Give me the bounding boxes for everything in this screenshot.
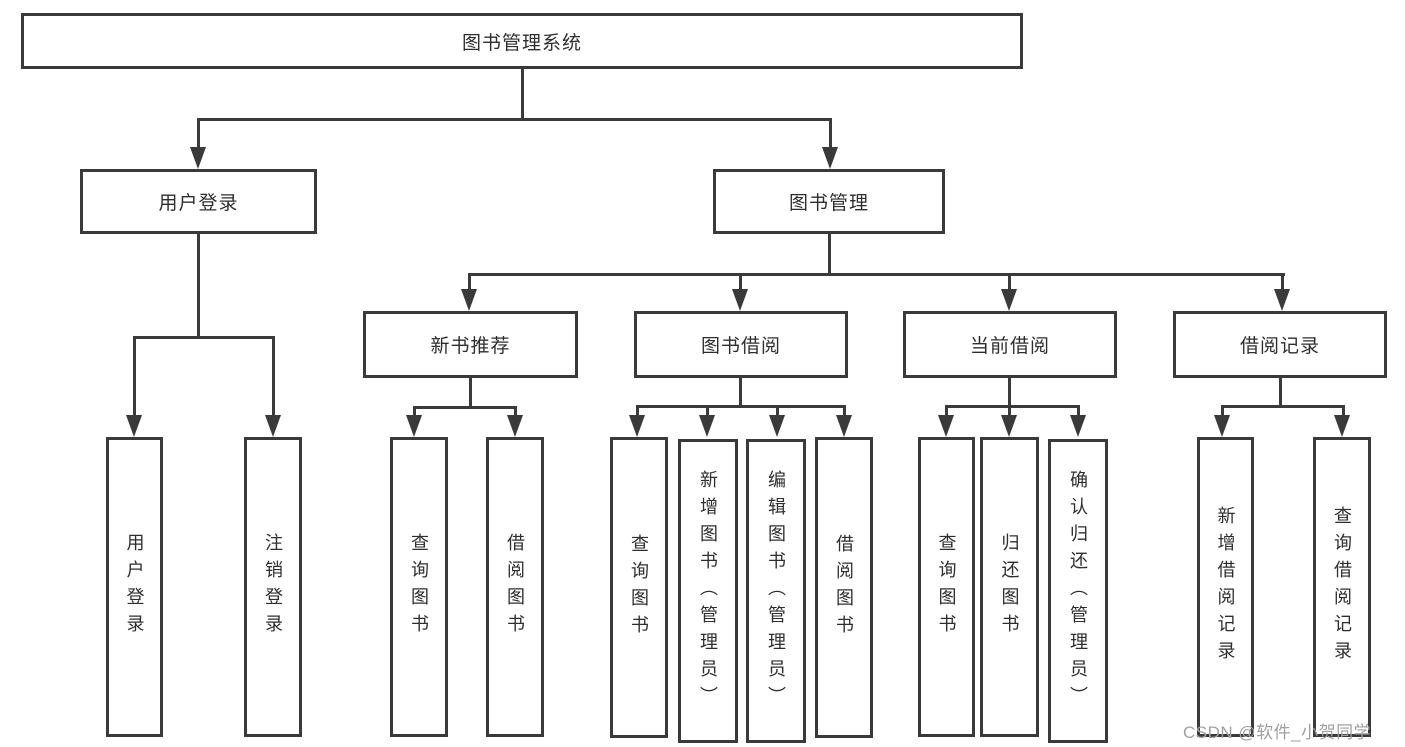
connector-drop-book-management bbox=[829, 118, 832, 152]
leaf-label: 借阅图书 bbox=[834, 533, 854, 642]
arrow-down-icon bbox=[1001, 289, 1017, 311]
leaf-add-book-admin: 新增图书（管理员） bbox=[678, 439, 738, 743]
node-book-borrow: 图书借阅 bbox=[634, 311, 848, 378]
connector-book-borrow-bar bbox=[636, 405, 846, 408]
connector-user-login-bar bbox=[133, 336, 275, 339]
leaf-label: 用户登录 bbox=[124, 533, 145, 641]
connector-drop bbox=[706, 405, 709, 415]
connector-current-borrow-bar bbox=[945, 405, 1080, 408]
arrow-down-icon bbox=[769, 415, 785, 437]
arrow-down-icon bbox=[629, 415, 645, 437]
connector-drop bbox=[1342, 405, 1345, 415]
arrow-down-icon bbox=[822, 147, 838, 169]
connector-drop bbox=[514, 406, 517, 415]
connector-borrow-records-bar bbox=[1221, 405, 1345, 408]
arrow-down-icon bbox=[265, 415, 281, 437]
connector-book-borrow-stem bbox=[739, 378, 742, 405]
arrow-down-icon bbox=[190, 147, 206, 169]
csdn-watermark: CSDN @软件_小贺同学 bbox=[1183, 723, 1372, 742]
connector-new-book-stem bbox=[469, 378, 472, 406]
arrow-down-icon bbox=[406, 415, 422, 437]
leaf-label: 编辑图书（管理员） bbox=[766, 469, 786, 713]
connector-drop-borrow-records bbox=[1281, 273, 1284, 289]
arrow-down-icon bbox=[836, 415, 852, 437]
leaf-query-book-borrow: 查询图书 bbox=[610, 437, 668, 738]
connector-user-login-stem bbox=[197, 234, 200, 336]
connector-drop bbox=[1008, 405, 1011, 415]
leaf-label: 确认归还（管理员） bbox=[1068, 469, 1088, 713]
leaf-query-borrow-record: 查询借阅记录 bbox=[1313, 437, 1371, 737]
node-new-book-recommend: 新书推荐 bbox=[363, 311, 578, 378]
leaf-label: 查询借阅记录 bbox=[1332, 506, 1352, 668]
leaf-logout: 注销登录 bbox=[244, 437, 302, 737]
connector-drop bbox=[776, 405, 779, 415]
node-book-management: 图书管理 bbox=[713, 169, 945, 234]
node-user-login: 用户登录 bbox=[80, 169, 317, 234]
leaf-label: 新增图书（管理员） bbox=[698, 469, 718, 713]
leaf-label: 归还图书 bbox=[999, 533, 1020, 641]
arrow-down-icon bbox=[732, 289, 748, 311]
node-borrow-records: 借阅记录 bbox=[1173, 311, 1387, 378]
connector-drop bbox=[945, 405, 948, 415]
leaf-borrow-book-borrow: 借阅图书 bbox=[815, 437, 873, 738]
arrow-down-icon bbox=[507, 415, 523, 437]
leaf-label: 查询图书 bbox=[409, 533, 429, 641]
connector-drop bbox=[413, 406, 416, 415]
leaf-label: 新增借阅记录 bbox=[1215, 506, 1236, 668]
leaf-query-book-current: 查询图书 bbox=[918, 437, 975, 737]
connector-drop bbox=[1077, 405, 1080, 415]
arrow-down-icon bbox=[126, 415, 142, 437]
node-root: 图书管理系统 bbox=[21, 13, 1023, 69]
leaf-label: 借阅图书 bbox=[505, 533, 525, 641]
connector-book-management-bar bbox=[468, 273, 1285, 276]
connector-current-borrow-stem bbox=[1008, 378, 1011, 405]
node-current-borrow: 当前借阅 bbox=[903, 311, 1117, 378]
connector-root-stem bbox=[521, 69, 524, 118]
connector-borrow-records-stem bbox=[1279, 378, 1282, 405]
arrow-down-icon bbox=[1070, 415, 1086, 437]
connector-drop bbox=[636, 405, 639, 415]
connector-drop bbox=[1221, 405, 1224, 415]
arrow-down-icon bbox=[1274, 289, 1290, 311]
arrow-down-icon bbox=[938, 415, 954, 437]
connector-drop-user-login bbox=[197, 118, 200, 152]
arrow-down-icon bbox=[699, 415, 715, 437]
arrow-down-icon bbox=[461, 289, 477, 311]
leaf-edit-book-admin: 编辑图书（管理员） bbox=[746, 439, 806, 743]
connector-drop-leaf-user-login bbox=[133, 336, 136, 417]
leaf-label: 查询图书 bbox=[629, 533, 649, 642]
connector-new-book-bar bbox=[413, 406, 517, 409]
leaf-query-book-newrec: 查询图书 bbox=[390, 437, 448, 737]
connector-drop bbox=[843, 405, 846, 415]
connector-book-management-stem bbox=[828, 234, 831, 273]
connector-drop-current-borrow bbox=[1008, 273, 1011, 289]
arrow-down-icon bbox=[1214, 415, 1230, 437]
leaf-add-borrow-record: 新增借阅记录 bbox=[1197, 437, 1254, 737]
connector-drop-book-borrow bbox=[739, 273, 742, 289]
connector-root-bar bbox=[197, 118, 832, 121]
arrow-down-icon bbox=[1001, 415, 1017, 437]
leaf-label: 查询图书 bbox=[936, 533, 957, 641]
leaf-borrow-book-newrec: 借阅图书 bbox=[486, 437, 544, 737]
arrow-down-icon bbox=[1334, 415, 1350, 437]
leaf-return-book: 归还图书 bbox=[980, 437, 1039, 737]
leaf-confirm-return-admin: 确认归还（管理员） bbox=[1048, 439, 1108, 743]
connector-drop-leaf-logout bbox=[272, 336, 275, 417]
connector-drop-new-book bbox=[468, 273, 471, 289]
leaf-label: 注销登录 bbox=[263, 533, 283, 641]
leaf-user-login: 用户登录 bbox=[106, 437, 163, 737]
